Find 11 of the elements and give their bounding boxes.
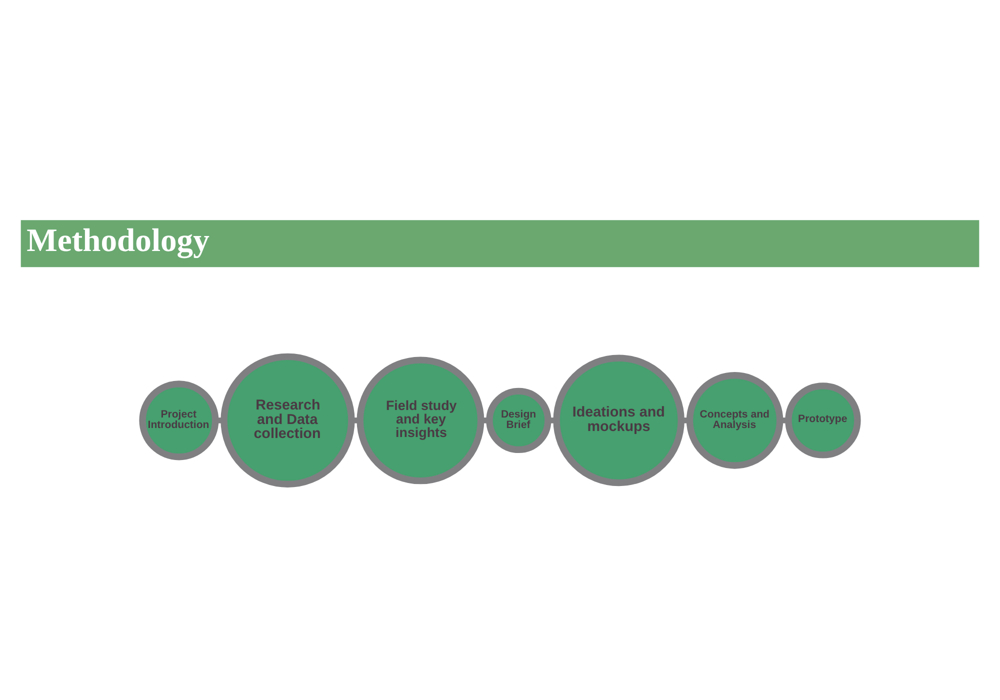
diagram-title: Methodology xyxy=(26,223,210,260)
node-circle: Prototype xyxy=(785,382,861,458)
node-circle: Field study and key insights xyxy=(356,356,484,484)
node-circle: Project Introduction xyxy=(139,380,219,460)
node-circle: Design Brief xyxy=(486,388,552,454)
node-circle: Concepts and Analysis xyxy=(686,372,784,469)
node-circle: Ideations and mockups xyxy=(553,354,684,486)
connector xyxy=(481,418,490,424)
connector xyxy=(216,418,224,424)
node-circle: Research and Data collection xyxy=(220,353,355,488)
connector xyxy=(548,418,556,424)
